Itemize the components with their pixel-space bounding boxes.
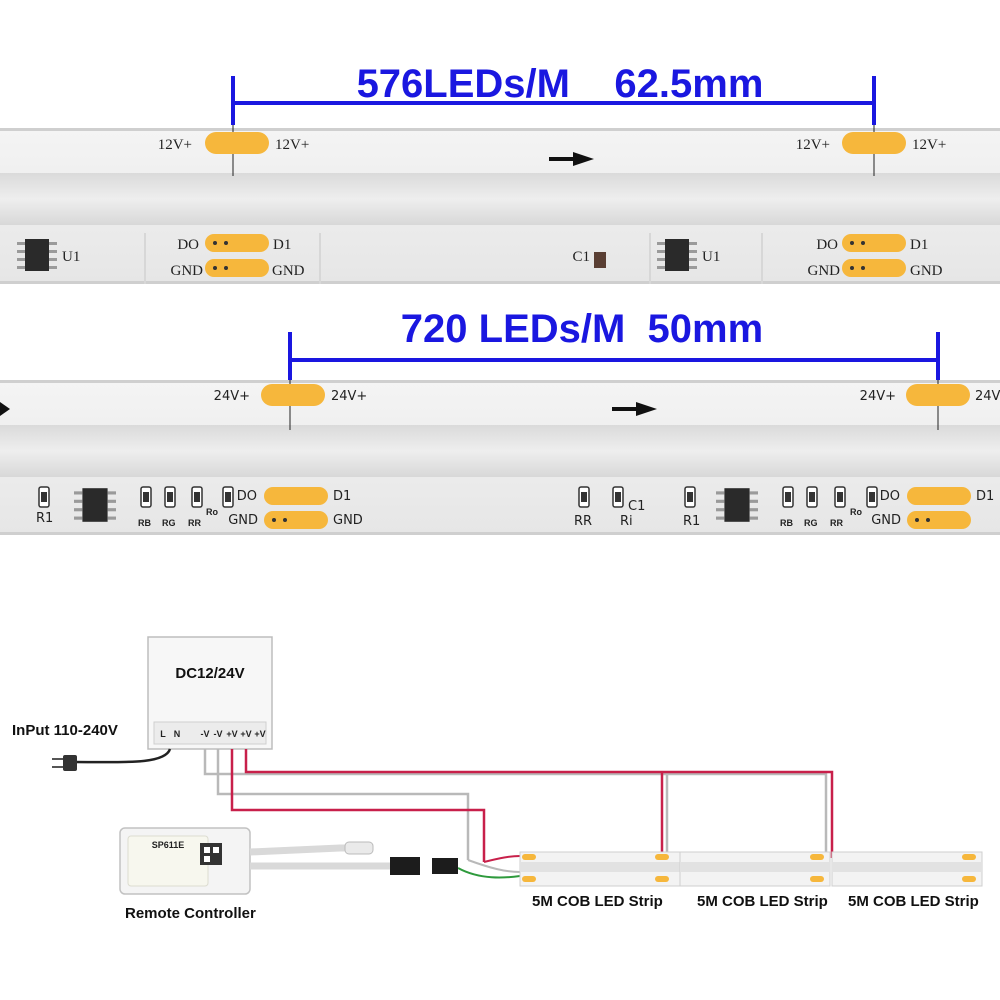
label-24v-b: 24V+: [331, 389, 367, 404]
label-gnd-left-b: GND: [272, 263, 305, 279]
label-12v-d: 12V+: [912, 137, 946, 153]
resistor-rb-right: [782, 486, 794, 508]
pad-vplus-left: [205, 132, 269, 154]
terminal-pos-2: +V: [240, 729, 251, 739]
terminal-block: L N -V -V +V +V +V: [160, 729, 265, 739]
pad-gnd-720-right: [907, 511, 971, 529]
pad-24v-left: [261, 384, 325, 406]
label-24v-a: 24V+: [214, 389, 250, 404]
label-do-720-left: DO: [237, 489, 257, 504]
resistor-rb-left: [140, 486, 152, 508]
label-rg-left: RG: [162, 518, 176, 528]
label-rr-left: RR: [188, 518, 201, 528]
controller-label: Remote Controller: [125, 905, 256, 922]
label-gnd-left-a: GND: [171, 263, 204, 279]
terminal-pos-3: +V: [254, 729, 265, 739]
pad-do-d1-left: [205, 234, 269, 252]
label-24v-c: 24V+: [860, 389, 896, 404]
label-c1: C1: [572, 249, 590, 265]
label-d1-right: D1: [910, 237, 928, 253]
resistor-ri-mid: [612, 486, 624, 508]
controller-plug: [344, 841, 374, 855]
strip-720-cob-band: [0, 425, 1000, 477]
label-12v-b: 12V+: [275, 137, 309, 153]
plug-icon: [63, 755, 77, 771]
label-gnd-right-b: GND: [910, 263, 943, 279]
cob-strip-2: [679, 851, 831, 887]
label-r1-mid: R1: [683, 514, 700, 529]
label-u1-left: U1: [62, 249, 80, 265]
label-gnd-720-left-a: GND: [228, 513, 258, 528]
resistor-rg-left: [164, 486, 176, 508]
label-u1-right: U1: [702, 249, 720, 265]
dimension-label-720: 720 LEDs/M 50mm: [401, 307, 763, 351]
pad-gnd-right: [842, 259, 906, 277]
terminal-neg-2: -V: [214, 729, 223, 739]
resistor-rr-left: [191, 486, 203, 508]
label-do-left: DO: [177, 237, 199, 253]
direction-arrow-icon: [549, 152, 594, 166]
pad-do-d1-right: [842, 234, 906, 252]
label-ri-mid: Ri: [620, 514, 633, 529]
pad-gnd-720-left: [264, 511, 328, 529]
resistor-rr-mid: [578, 486, 590, 508]
strip-label-1: 5M COB LED Strip: [532, 893, 663, 910]
jst-connector-a: [390, 857, 420, 875]
label-d1-left: D1: [273, 237, 291, 253]
terminal-l: L: [160, 729, 166, 739]
terminal-pos-1: +V: [226, 729, 237, 739]
strip-576: 576LEDs/M 62.5mm 12V+ 12V+ 12V+ 12V+ DO …: [0, 62, 1000, 284]
label-d1-720-right: D1: [976, 489, 994, 504]
label-d1-720-left: D1: [333, 489, 351, 504]
resistor-rg-right: [806, 486, 818, 508]
label-rr-mid: RR: [574, 514, 592, 529]
label-rb-right: RB: [780, 518, 793, 528]
label-r1-left: R1: [36, 511, 53, 526]
label-gnd-720-left-b: GND: [333, 513, 363, 528]
input-label: InPut 110-240V: [12, 722, 118, 739]
capacitor-c1: [594, 252, 606, 268]
resistor-r1-mid: [684, 486, 696, 508]
label-ro-right: Ro: [850, 507, 862, 517]
terminal-neg-1: -V: [201, 729, 210, 739]
pad-do-d1-720-right: [907, 487, 971, 505]
resistor-ro-right: [866, 486, 878, 508]
pad-24v-right: [906, 384, 970, 406]
resistor-r1-left: [38, 486, 50, 508]
cob-strip-3: [831, 851, 983, 887]
terminal-n: N: [174, 729, 181, 739]
label-rr-right: RR: [830, 518, 843, 528]
resistor-ro-left: [222, 486, 234, 508]
label-gnd-right-a: GND: [808, 263, 841, 279]
label-ro-left: Ro: [206, 507, 218, 517]
pad-vplus-right: [842, 132, 906, 154]
strip-label-2: 5M COB LED Strip: [697, 893, 828, 910]
strip-720: 720 LEDs/M 50mm 24V+ 24V+ 24V+ 24V+ DO D…: [0, 307, 1000, 535]
label-do-720-right: DO: [880, 489, 900, 504]
label-c1-mid: C1: [628, 499, 645, 514]
label-12v-a: 12V+: [158, 137, 192, 153]
label-rg-right: RG: [804, 518, 818, 528]
label-do-right: DO: [816, 237, 838, 253]
label-gnd-720-right-a: GND: [871, 513, 901, 528]
qr-code-icon: [200, 843, 222, 865]
pad-gnd-left: [205, 259, 269, 277]
cob-strip-1: [519, 851, 681, 887]
label-24v-d: 24V+: [975, 389, 1000, 404]
direction-arrow-icon: [612, 402, 657, 416]
wiring-diagram: DC12/24V L N -V -V +V +V +V InPut 110-24…: [12, 636, 983, 922]
strip-576-cob-band: [0, 173, 1000, 225]
strip-label-3: 5M COB LED Strip: [848, 893, 979, 910]
resistor-rr-right: [834, 486, 846, 508]
label-rb-left: RB: [138, 518, 151, 528]
label-12v-c: 12V+: [796, 137, 830, 153]
dimension-label-576: 576LEDs/M 62.5mm: [357, 62, 764, 106]
pad-do-d1-720-left: [264, 487, 328, 505]
controller-model: SP611E: [152, 840, 185, 850]
jst-connector-b: [432, 858, 458, 874]
power-supply-label: DC12/24V: [175, 665, 244, 682]
